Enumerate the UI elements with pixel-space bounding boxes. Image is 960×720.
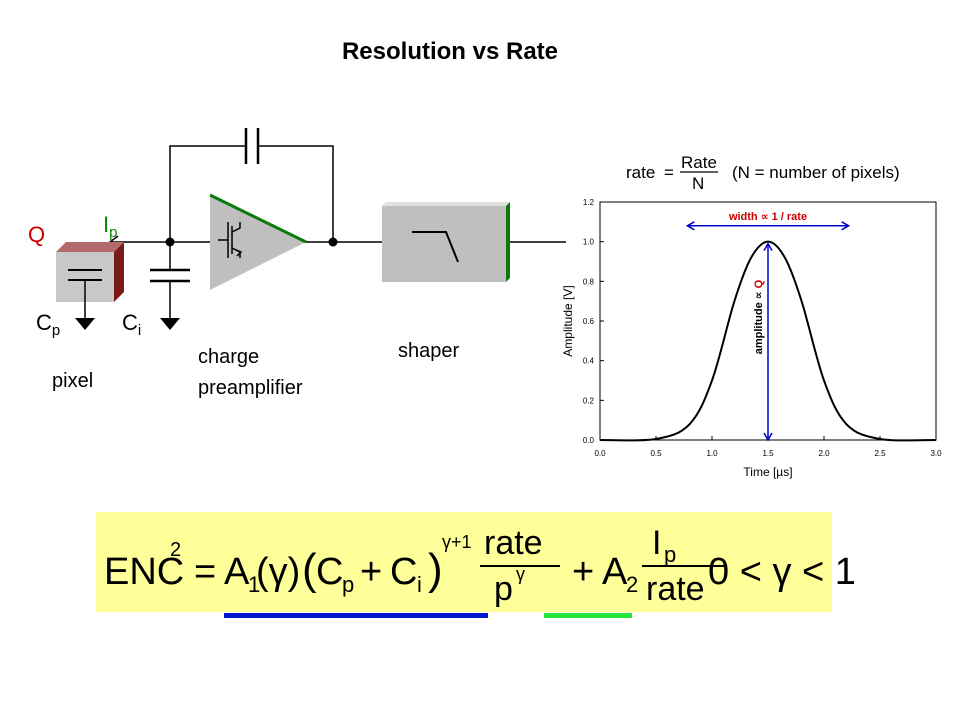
ci-label: Ci: [122, 310, 141, 339]
ip-label: Ip: [103, 212, 117, 241]
cp-ground: [75, 318, 95, 330]
rate-formula: rate = Rate N (N = number of pixels): [626, 153, 900, 193]
x-axis-label: Time [µs]: [743, 465, 792, 479]
cp-subscript: p: [342, 572, 354, 597]
a2-symbol: A: [602, 551, 628, 593]
ci-symbol: C: [390, 551, 417, 593]
y-tick-label: 0.4: [583, 357, 595, 366]
frac1-den-exponent: γ: [516, 564, 525, 584]
charge-label: Q: [28, 222, 45, 247]
x-tick-label: 0.5: [650, 449, 662, 458]
equals-sign: =: [194, 551, 216, 593]
y-tick-label: 0.0: [583, 436, 595, 445]
plus-sign-2: +: [572, 551, 594, 593]
rate-numerator: Rate: [681, 153, 717, 172]
y-tick-label: 0.8: [583, 277, 595, 286]
open-paren: (: [302, 545, 317, 594]
y-tick-label: 1.0: [583, 238, 595, 247]
gamma-plus-one-exponent: γ+1: [442, 532, 472, 552]
gamma-paren: (γ): [256, 551, 300, 593]
gamma-range: 0 < γ < 1: [708, 551, 856, 593]
rate-eq: =: [664, 163, 674, 182]
width-annotation: width ∝ 1 / rate: [728, 211, 807, 223]
rate-denominator: N: [692, 174, 704, 193]
x-tick-label: 3.0: [930, 449, 942, 458]
enc-formula: ENC 2 = A 1 (γ) ( C p + C i ) γ+1 rate p…: [104, 524, 856, 608]
y-tick-label: 0.6: [583, 317, 595, 326]
pixel-sensor: [56, 242, 124, 318]
y-axis-label: Amplitude [V]: [561, 285, 575, 356]
frac2-num-subscript: p: [664, 542, 676, 567]
series-line: [599, 240, 937, 442]
input-line: [108, 235, 210, 249]
amplitude-arrowhead-top: [763, 242, 773, 252]
amplitude-annotation: amplitude ∝ Q: [753, 279, 765, 354]
pulse-chart: 0.0 0.5 1.0 1.5 2.0 2.5 3.0 0.0 0.2 0.4 0.6 0.8 1.0…: [561, 198, 942, 479]
frac1-denominator: p: [494, 570, 513, 608]
ci-subscript: i: [417, 572, 422, 597]
a1-symbol: A: [224, 551, 250, 593]
frac2-num-symbol: I: [652, 524, 661, 562]
frac1-numerator: rate: [484, 524, 543, 562]
close-paren: ): [428, 545, 443, 594]
ci-capacitor: [150, 242, 190, 318]
x-tick-label: 1.0: [706, 449, 718, 458]
a1-subscript: 1: [248, 572, 260, 597]
enc-exponent: 2: [170, 539, 181, 561]
pixel-label: pixel: [52, 370, 93, 392]
x-tick-label: 2.5: [874, 449, 886, 458]
y-tick-label: 1.2: [583, 198, 595, 207]
enc-formula-box: ENC 2 = A 1 (γ) ( C p + C i ) γ+1 rate p…: [96, 512, 856, 612]
shaper-label: shaper: [398, 340, 459, 362]
x-tick-label: 1.5: [762, 449, 774, 458]
transistor-icon: [218, 222, 243, 258]
cp-label: Cp: [36, 310, 60, 339]
preamplifier-triangle: [209, 193, 307, 290]
width-arrowhead-left: [685, 221, 695, 231]
plus-sign-1: +: [360, 551, 382, 593]
circuit-diagram: Q Ip Cp Ci pixel charge preamplifier sha…: [28, 128, 900, 399]
underline-capacitance-term: [224, 613, 488, 618]
output-node: [328, 237, 338, 247]
y-tick-label: 0.2: [583, 396, 595, 405]
feedback-wires: [169, 145, 334, 242]
preamp-label-line2: preamplifier: [198, 377, 303, 399]
preamp-label-line1: charge: [198, 346, 259, 368]
enc-symbol: ENC: [104, 551, 184, 593]
feedback-capacitor: [244, 128, 260, 164]
y-axis: 0.0 0.2 0.4 0.6 0.8 1.0 1.2: [583, 198, 604, 445]
a2-subscript: 2: [626, 572, 638, 597]
rate-lhs: rate: [626, 163, 655, 182]
underline-current-term: [544, 613, 632, 618]
x-tick-label: 2.0: [818, 449, 830, 458]
rate-note: (N = number of pixels): [732, 163, 900, 182]
cp-symbol: C: [316, 551, 343, 593]
x-tick-label: 0.0: [594, 449, 606, 458]
frac2-denominator: rate: [646, 570, 705, 608]
width-arrowhead-right: [841, 221, 851, 231]
amplitude-arrowhead-bottom: [763, 432, 773, 442]
ci-ground: [160, 318, 180, 330]
shaper-block: [382, 202, 510, 282]
page-title: Resolution vs Rate: [341, 38, 559, 65]
